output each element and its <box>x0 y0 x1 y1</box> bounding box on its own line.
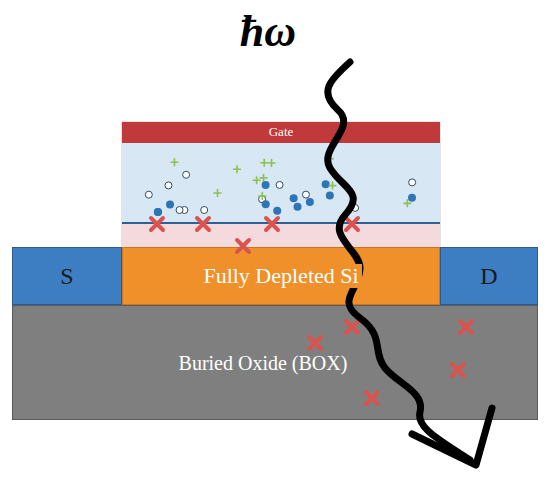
region-label: D <box>477 263 500 289</box>
drain-region: D <box>440 247 538 305</box>
region-label: Buried Oxide (BOX) <box>176 352 351 374</box>
region-label: S <box>57 263 76 289</box>
buried-oxide-layer: Buried Oxide (BOX) <box>12 305 538 420</box>
region-label: Fully Depleted Si <box>200 264 361 288</box>
gate-band: Gate <box>122 122 440 143</box>
source-region: S <box>12 247 122 305</box>
region-label: Gate <box>266 125 297 139</box>
photon-energy-label: ħω <box>240 6 296 57</box>
charge-particles <box>145 155 416 216</box>
channel-region: Fully Depleted Si <box>122 247 440 305</box>
